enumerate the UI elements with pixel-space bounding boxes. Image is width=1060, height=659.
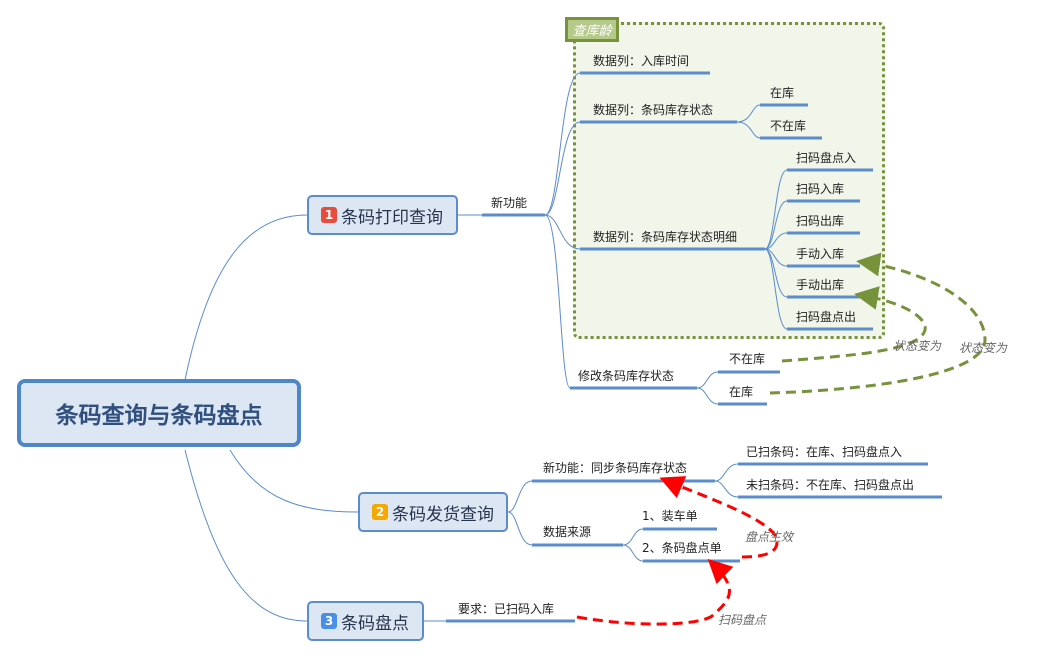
topic-label: 条码盘点 [341, 613, 409, 634]
subtopic-new-feature[interactable]: 新功能 [491, 196, 528, 210]
subtopic-data-source[interactable]: 数据来源 [543, 525, 592, 539]
relationship-label-2[interactable]: 状态变为 [959, 341, 1008, 355]
subtopic-column-stock-in-time[interactable]: 数据列：入库时间 [593, 54, 690, 68]
priority-3-icon: 3 [321, 613, 337, 629]
subtopic-in-stock[interactable]: 在库 [770, 86, 795, 100]
main-topic-barcode-shipping-query[interactable]: 2 条码发货查询 [358, 492, 508, 532]
relationship-label-1[interactable]: 状态变为 [893, 339, 942, 353]
connector-root-topic3 [184, 449, 308, 622]
subtopic-scan-count-in[interactable]: 扫码盘点入 [796, 151, 857, 165]
central-topic[interactable]: 条码查询与条码盘点 [17, 379, 301, 447]
relationship-line-3 [659, 476, 779, 559]
boundary-box[interactable] [573, 22, 885, 339]
boundary-label[interactable]: 查库龄 [565, 17, 619, 42]
subtopic-manual-out[interactable]: 手动出库 [796, 278, 845, 292]
subtopic-sync-stock-status[interactable]: 新功能：同步条码库存状态 [543, 461, 688, 475]
subtopic-scan-in[interactable]: 扫码入库 [796, 182, 845, 196]
subtopic-column-stock-status[interactable]: 数据列：条码库存状态 [593, 103, 714, 117]
relationship-line-4 [576, 558, 734, 626]
subtopic-manual-in[interactable]: 手动入库 [796, 247, 845, 261]
relationship-label-4[interactable]: 扫码盘点 [718, 613, 767, 627]
priority-1-icon: 1 [321, 207, 337, 223]
topic-label: 条码打印查询 [341, 207, 443, 228]
connector-root-topic1 [184, 214, 308, 381]
subtopic-column-stock-status-detail[interactable]: 数据列：条码库存状态明细 [593, 230, 738, 244]
subtopic-modify-stock-status[interactable]: 修改条码库存状态 [578, 369, 675, 383]
subtopic-unscanned-barcodes[interactable]: 未扫条码：不在库、扫码盘点出 [746, 478, 915, 492]
subtopic-requirement-scanned-in[interactable]: 要求：已扫码入库 [458, 602, 555, 616]
subtopic-not-in-stock[interactable]: 不在库 [770, 119, 807, 133]
subtopic-loading-list[interactable]: 1、装车单 [642, 509, 698, 523]
topic-label: 条码发货查询 [392, 504, 494, 525]
subtopic-inventory-sheet[interactable]: 2、条码盘点单 [642, 541, 722, 555]
subtopic-set-in-stock[interactable]: 在库 [729, 385, 754, 399]
relationship-line-2 [769, 252, 987, 395]
connector-root-topic2 [229, 449, 359, 513]
main-topic-barcode-print-query[interactable]: 1 条码打印查询 [307, 195, 458, 235]
subtopic-scan-out[interactable]: 扫码出库 [796, 214, 845, 228]
priority-2-icon: 2 [372, 504, 388, 520]
relationship-label-3[interactable]: 盘点生效 [745, 530, 794, 544]
relationship-line-1 [781, 286, 927, 363]
subtopic-set-not-in-stock[interactable]: 不在库 [729, 352, 766, 366]
main-topic-barcode-inventory[interactable]: 3 条码盘点 [307, 601, 424, 641]
subtopic-scan-count-out[interactable]: 扫码盘点出 [796, 310, 857, 324]
subtopic-scanned-barcodes[interactable]: 已扫条码：在库、扫码盘点入 [746, 445, 903, 459]
